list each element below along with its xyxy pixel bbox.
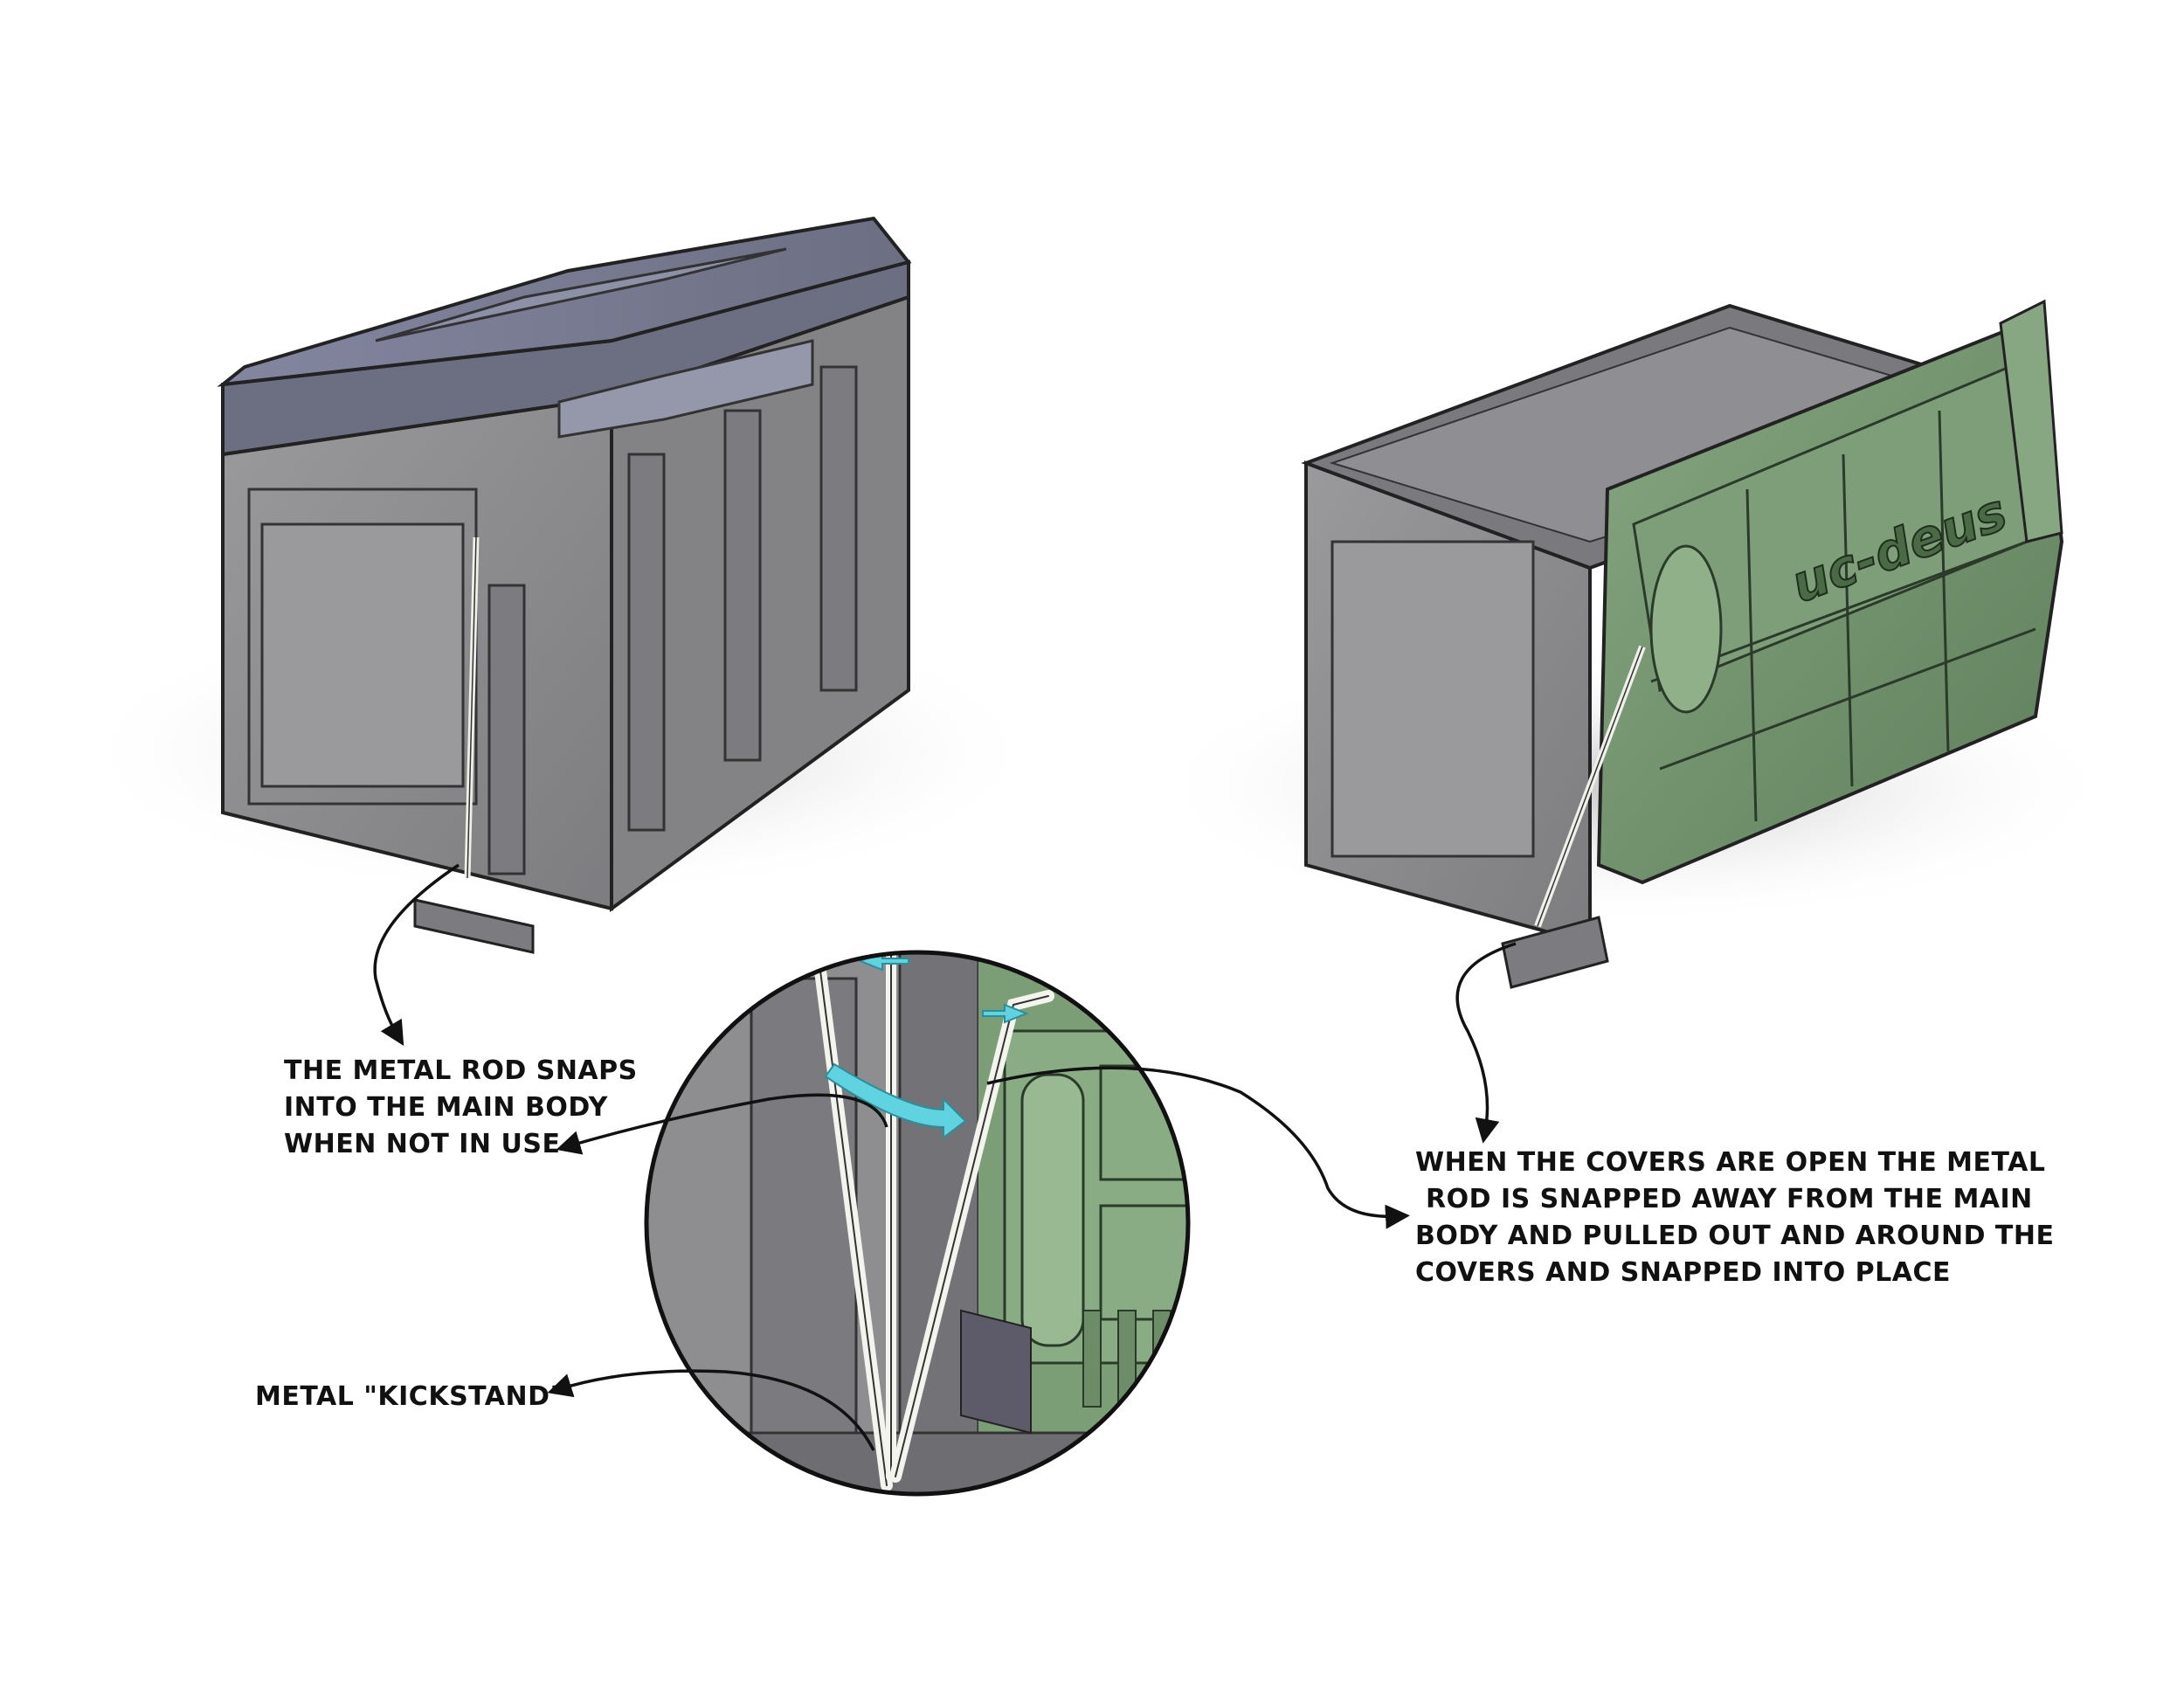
closed-case [70,216,1048,954]
annotation-line: BODY AND PULLED OUT AND AROUND THE [1415,1221,2055,1251]
pointer-icon [1455,942,1517,1144]
closed-case-panel [260,522,465,788]
snap-arrow-icon [824,952,1029,1140]
annotation-line: WHEN NOT IN USE [284,1129,561,1159]
annotation-covers-open: WHEN THE COVERS ARE OPEN THE METAL ROD I… [1415,1145,2055,1291]
open-case: uc-deus [1144,299,2123,989]
pointer-icon [986,1066,1410,1229]
annotation-line: COVERS AND SNAPPED INTO PLACE [1415,1257,1952,1288]
pointer-icon [373,863,460,1047]
annotation-line: THE METAL ROD SNAPS [284,1055,638,1086]
annotation-line: INTO THE MAIN BODY [284,1092,608,1123]
annotation-line: WHEN THE COVERS ARE OPEN THE METAL [1415,1147,2046,1178]
annotation-line: METAL "KICKSTAND" [255,1381,564,1412]
detail-magnifier [644,950,1191,1497]
detail-magnifier-rim [644,950,1191,1497]
pointer-icon [556,1093,888,1155]
pointer-icon [547,1369,875,1451]
annotation-kickstand: METAL "KICKSTAND" [255,1379,564,1415]
annotation-line: ROD IS SNAPPED AWAY FROM THE MAIN [1426,1184,2033,1214]
pointer-arrows [373,863,1517,1451]
annotation-rod-snaps: THE METAL ROD SNAPS INTO THE MAIN BODY W… [284,1053,638,1163]
